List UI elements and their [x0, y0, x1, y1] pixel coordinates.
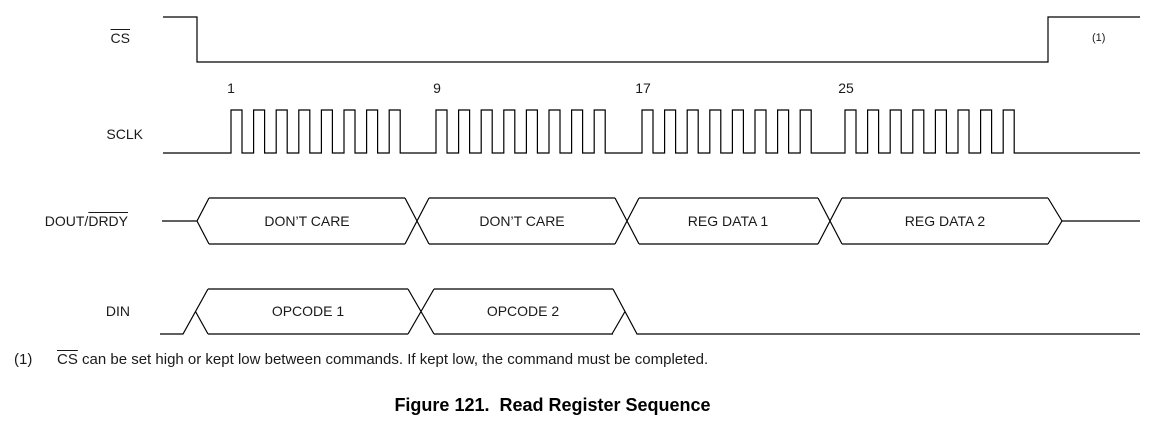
sclk-waveform: [163, 109, 1140, 154]
cs-waveform: [163, 16, 1140, 63]
din-segment-opcode-2: OPCODE 2: [486, 303, 560, 319]
din-segment-opcode-1: OPCODE 1: [271, 303, 345, 319]
dout-segment-reg-data-2: REG DATA 2: [904, 213, 986, 229]
drdy-label-part: DRDY: [88, 213, 128, 229]
sclk-clock-number-9: 9: [433, 80, 441, 96]
dout-drdy-signal-label: DOUT/DRDY: [45, 212, 128, 230]
din-waveform: [160, 288, 1140, 335]
dout-label-part: DOUT/: [44, 213, 89, 229]
waveform-canvas: [160, 16, 1140, 335]
din-signal-label-text: DIN: [105, 303, 130, 319]
sclk-clock-number-1: 1: [227, 80, 235, 96]
figure-title: Figure 121. Read Register Sequence: [394, 395, 711, 415]
sclk-signal-label: SCLK: [106, 125, 143, 143]
dout-segment-dont-care-1: DON’T CARE: [264, 213, 350, 229]
cs-signal-label-text: CS: [110, 30, 130, 46]
cs-signal-label: CS: [111, 29, 130, 47]
footnote: (1) CS can be set high or kept low betwee…: [14, 350, 1144, 370]
din-signal-label: DIN: [106, 302, 130, 320]
footnote-cs-overlined: CS: [57, 351, 78, 368]
sclk-signal-label-text: SCLK: [106, 126, 143, 142]
sclk-clock-number-17: 17: [635, 80, 651, 96]
footnote-reference-annotation: (1): [1092, 32, 1106, 44]
sclk-clock-number-25: 25: [838, 80, 854, 96]
dout-segment-dont-care-2: DON’T CARE: [479, 213, 565, 229]
footnote-text: can be set high or kept low between comm…: [77, 351, 709, 368]
dout-segment-reg-data-1: REG DATA 1: [687, 213, 769, 229]
dout-drdy-waveform: [162, 197, 1140, 245]
footnote-marker: (1): [14, 351, 33, 368]
